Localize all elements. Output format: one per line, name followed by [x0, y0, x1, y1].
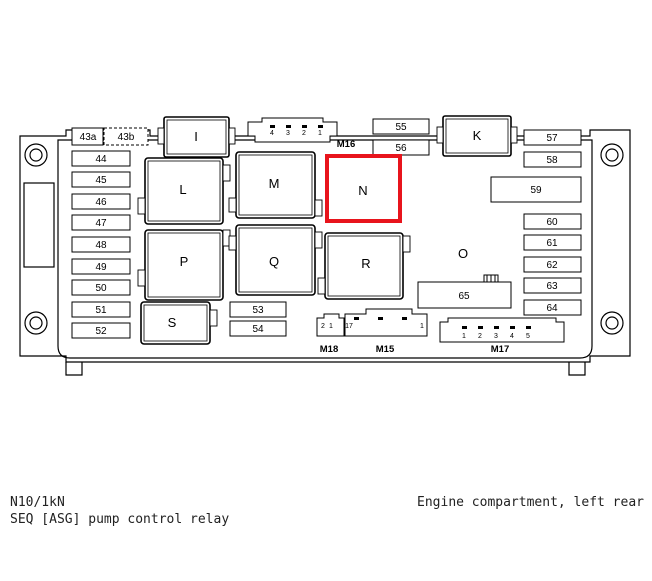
fuse-label: 56 [395, 143, 407, 154]
pin-number: 4 [510, 333, 514, 340]
connector-M18 [316, 313, 345, 337]
fuse-box-inner-outline [57, 139, 593, 359]
pin-number: 4 [270, 130, 274, 137]
fuse-43b [103, 127, 149, 146]
fuse-label: 58 [546, 155, 558, 166]
fuse-63 [523, 277, 582, 294]
pin-number: 2 [478, 333, 482, 340]
fuse-54 [229, 320, 287, 337]
fuse-label: 45 [95, 175, 107, 186]
pin-number: 2 [321, 323, 325, 330]
mount-hole-bottom-left [24, 311, 48, 335]
fuse-label: 63 [546, 281, 558, 292]
fuse-47 [71, 214, 131, 231]
relay-label: O [458, 246, 468, 261]
fuse-49 [71, 258, 131, 275]
fuse-label: 48 [95, 240, 107, 251]
fuse-53 [229, 301, 287, 318]
relay-label: P [180, 254, 189, 269]
fuse-label: 62 [546, 260, 558, 271]
pin-number: 1 [462, 333, 466, 340]
fuse-51 [71, 301, 131, 318]
pin-number: 1 [420, 323, 424, 330]
pin-number: 1 [329, 323, 333, 330]
relay-label: R [361, 256, 370, 271]
fuse-52 [71, 322, 131, 339]
fuse-label: 55 [395, 122, 407, 133]
fuse-60 [523, 213, 582, 230]
fuse-65 [417, 281, 512, 309]
relay-label: K [473, 128, 482, 143]
fuse-58 [523, 151, 582, 168]
fuse-label: 53 [252, 305, 264, 316]
mount-hole-top-right [600, 143, 624, 167]
relay-label: I [194, 129, 198, 144]
relay-label: S [168, 315, 177, 330]
connector-label: M17 [491, 344, 509, 355]
fuse-label: 59 [530, 185, 542, 196]
side-slot [23, 182, 55, 268]
fuse-label: 61 [546, 238, 558, 249]
fuse-label: 52 [95, 326, 107, 337]
pin-number: 1 [318, 130, 322, 137]
connector-label: M15 [376, 344, 395, 355]
component-code: N10/1kN [10, 495, 65, 510]
fuse-label: 65 [458, 291, 470, 302]
fuse-label: 43b [118, 132, 135, 143]
fuse-label: 49 [95, 262, 107, 273]
fuse-label: 43a [80, 132, 97, 143]
pin-number: 17 [345, 323, 353, 330]
fuse-46 [71, 193, 131, 210]
fuse-64 [523, 299, 582, 316]
fuse-label: 46 [95, 197, 107, 208]
pin-number: 2 [302, 130, 306, 137]
fuse-48 [71, 236, 131, 253]
fuse-50 [71, 279, 131, 296]
fuse-55 [372, 118, 430, 135]
fuse-label: 64 [546, 303, 558, 314]
fuse-label: 57 [546, 133, 558, 144]
connector-M17 [439, 317, 565, 343]
relay-label: L [179, 182, 186, 197]
fuse-label: 54 [252, 324, 264, 335]
connector-label: M18 [320, 344, 338, 355]
fuse-61 [523, 234, 582, 251]
location-text: Engine compartment, left rear [417, 495, 644, 510]
fuse-43a [71, 127, 104, 146]
fuse-62 [523, 256, 582, 273]
relay-label: M [269, 176, 280, 191]
pin-number: 3 [494, 333, 498, 340]
mount-hole-top-left [24, 143, 48, 167]
pin-number: 5 [526, 333, 530, 340]
mount-hole-bottom-right [600, 311, 624, 335]
fuse-label: 44 [95, 154, 107, 165]
fuse-label: 60 [546, 217, 558, 228]
fuse-44 [71, 150, 131, 167]
fuse-45 [71, 171, 131, 188]
connector-M16 [247, 117, 338, 143]
relay-N-highlight [325, 154, 402, 223]
relay-label: N [358, 183, 367, 198]
connector-M15 [344, 308, 428, 337]
fuse-57 [523, 129, 582, 146]
fuse-label: 51 [95, 305, 107, 316]
component-name: SEQ [ASG] pump control relay [10, 512, 230, 527]
fuse-label: 47 [95, 218, 107, 229]
pin-number: 3 [286, 130, 290, 137]
relay-label: Q [269, 254, 279, 269]
connector-label: M16 [337, 139, 355, 150]
fuse-59 [490, 176, 582, 203]
fuse-label: 50 [95, 283, 107, 294]
fuse-box-diagram: 43a 43b 44 45 46 47 48 49 50 51 52 53 54… [19, 115, 631, 376]
